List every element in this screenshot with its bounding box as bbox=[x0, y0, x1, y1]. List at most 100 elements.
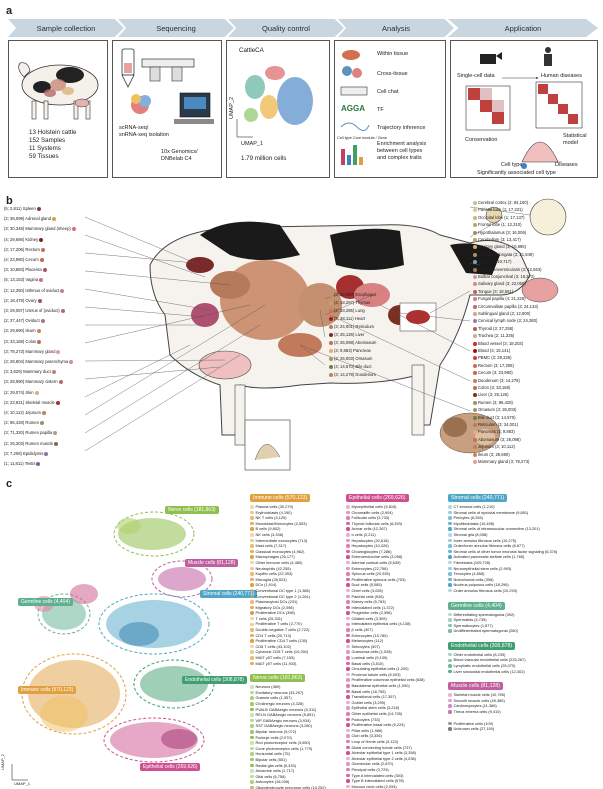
legend-item-label: Circulating epithelial cells (1,200) bbox=[351, 666, 409, 672]
legend-item: Myofibroblasts (10,498) bbox=[448, 521, 600, 527]
tissue-label-text: Rumen (3; 86,428) bbox=[478, 399, 513, 405]
legend-swatch bbox=[448, 527, 452, 531]
legend-swatch bbox=[346, 751, 350, 755]
legend-swatch bbox=[346, 717, 350, 722]
tissue-label: (3; 29,087) Uterus of (oviduct) bbox=[4, 309, 66, 313]
tissue-label: (5; 2,811) Spleen bbox=[4, 207, 42, 211]
legend-item-label: Proliferative T cells (2,770) bbox=[255, 621, 302, 627]
legend-item: Classical monocytes (4,962) bbox=[250, 549, 336, 555]
legend-item: Undifferentiated spermatogonia (260) bbox=[448, 628, 600, 634]
legend-item-label: Fibroblasts (109,728) bbox=[453, 559, 491, 565]
tissue-label: Frontal lobe (1; 12,310) bbox=[472, 223, 522, 228]
legend-swatch bbox=[250, 605, 254, 610]
tissue-color-dot bbox=[473, 378, 477, 383]
tissue-label: Omasum (3; 26,003) bbox=[472, 408, 516, 413]
legend-item: Chief cells (3,028) bbox=[346, 588, 436, 594]
tissue-color-dot bbox=[473, 275, 477, 279]
tissue-label: Blood vessel (3; 18,203) bbox=[472, 341, 523, 346]
legend-item-label: T cells (26,331) bbox=[255, 615, 283, 621]
application-diagram bbox=[465, 47, 583, 169]
legend-swatch bbox=[250, 774, 254, 779]
tissue-label-text: (3; 3,629) Mammary duct bbox=[4, 369, 51, 375]
legend-item-label: Other immune cells (4,480) bbox=[255, 559, 303, 565]
legend-item: Amacrine cells (1,717) bbox=[250, 768, 336, 774]
legend-item-label: Other epithelial cells (14,735) bbox=[351, 710, 403, 716]
tissue-label-text: (4; 18,287) Thymus bbox=[334, 300, 371, 306]
legend-swatch bbox=[448, 669, 452, 674]
legend-swatch bbox=[250, 583, 254, 587]
tissue-label: Hypothalamus (3; 16,006) bbox=[472, 230, 526, 235]
legend-swatch bbox=[448, 533, 452, 537]
legend-item: DCs (1,914) bbox=[250, 582, 336, 588]
tissue-color-dot bbox=[51, 370, 56, 375]
legend-swatch bbox=[346, 667, 350, 671]
qc-umap-plot bbox=[236, 66, 313, 138]
tissue-color-dot bbox=[36, 329, 41, 334]
qc-axis-y: UMAP_2 bbox=[229, 96, 235, 119]
legend-item-label: Bipolar neurons (9,072) bbox=[255, 728, 297, 734]
tissue-label: (3; 28,804) Mammary parenchyma bbox=[4, 360, 74, 364]
tissue-color-dot bbox=[60, 288, 65, 293]
legend-item: Oligodendrocyte precursor cells (10,252) bbox=[250, 785, 336, 789]
legend-header-nerve: Nerve cells (181,863) bbox=[250, 674, 306, 683]
tissue-color-dot bbox=[42, 268, 47, 273]
tissue-label: (2; 12,350) Isthmus of oviduct bbox=[4, 288, 65, 293]
tissue-label-text: Sublingual gland (3; 12,800) bbox=[478, 311, 531, 317]
stage-sequencing: Sequencing bbox=[118, 19, 234, 37]
legend-swatch bbox=[448, 572, 452, 576]
tissue-label: (3; 29,690) Ileum bbox=[4, 328, 42, 334]
legend-item: Kidney cells (5,783) bbox=[346, 599, 436, 605]
legend-item: RELN GABAergic neurons (5,891) bbox=[250, 712, 336, 718]
tissue-label: Sublingual gland (3; 12,800) bbox=[472, 312, 530, 316]
tissue-color-dot bbox=[473, 437, 477, 442]
legend-item: Stromal glia (8,058) bbox=[448, 532, 600, 538]
tissue-label-text: Thyroid (3; 27,258) bbox=[478, 325, 514, 331]
legend-item-label: Horizontal cells (75) bbox=[255, 751, 290, 757]
tissue-label-text: (3; 24,001) Reticulum bbox=[334, 324, 375, 330]
legend-item-label: Cholangiocytes (7,286) bbox=[351, 548, 392, 554]
legend-item-label: Outer/inner annulus fibrosus cells (6,67… bbox=[453, 543, 525, 549]
tissue-label: Parietal lobe (1; 17,231) bbox=[472, 208, 523, 213]
legend-item: Theca externa cells (9,410) bbox=[448, 709, 600, 715]
tissue-label-text: Rectum (3; 17,206) bbox=[478, 362, 514, 368]
legend-item: Excitatory neurons (33,297) bbox=[250, 690, 336, 696]
tissue-label: Mammary gland (3; 78,273) bbox=[472, 460, 529, 464]
panel-c-umap: c UMAP_2 UMAP_1 Nerve cells (181,863) Mu… bbox=[0, 478, 603, 789]
legend-swatch bbox=[346, 583, 350, 587]
tissue-label: (2; 26,303) Rumen muscle bbox=[4, 441, 59, 446]
legend-swatch bbox=[346, 622, 350, 627]
tissue-color-dot bbox=[473, 297, 477, 302]
tissue-color-dot bbox=[60, 309, 65, 313]
legend-item-label: Sebocytes (307) bbox=[351, 643, 380, 649]
panel-letter-a: a bbox=[6, 5, 13, 17]
tissue-color-dot bbox=[473, 334, 477, 339]
legend-swatch bbox=[250, 769, 254, 773]
legend-item: Microglia (28,523) bbox=[250, 577, 336, 583]
legend-item-label: Granulosa cells (1,028) bbox=[351, 649, 392, 655]
legend-swatch bbox=[448, 549, 452, 554]
tissue-label: Liver (3; 25,126) bbox=[472, 393, 509, 398]
tissue-label: Pituitary gland (3; 10,895) bbox=[472, 245, 526, 250]
legend-swatch bbox=[250, 544, 254, 548]
tissue-color-dot bbox=[473, 400, 477, 405]
legend-item: Intercalated epithelial cells (4,138) bbox=[346, 621, 436, 627]
legend-swatch bbox=[448, 629, 452, 633]
legend-swatch bbox=[346, 773, 350, 778]
tissue-label-text: (5; 13,153) Vagina bbox=[4, 277, 39, 283]
legend-item: Astrocytes (16,038) bbox=[250, 779, 336, 785]
legend-item-label: Spermatids (4,735) bbox=[453, 617, 487, 623]
legend-item-label: Type A intercalated cells (303) bbox=[351, 772, 404, 778]
tissue-label-text: (3; 29,690) Ileum bbox=[4, 328, 36, 334]
legend-swatch bbox=[346, 605, 350, 610]
tissue-label-text: Cerebral cortex (2; 84,160) bbox=[478, 200, 529, 206]
legend-swatch bbox=[448, 612, 452, 617]
legend-item-label: Double-negative T cells (2,722) bbox=[255, 627, 310, 633]
legend-item: Plasma cells (30,279) bbox=[250, 504, 336, 510]
tissue-label: Colon (3; 33,168) bbox=[472, 386, 510, 390]
legend-item: Duct cells (5,085) bbox=[346, 582, 436, 588]
tissue-label-text: (3; 30,348) Mammary gland (sheep) bbox=[4, 226, 71, 232]
legend-item: C7 stromal cells (1,210) bbox=[448, 504, 600, 510]
legend-item-label: Hepatocytes (10,326) bbox=[351, 543, 389, 549]
legend-item-label: Acinar cells (12,367) bbox=[351, 526, 387, 532]
legend-item: Cone photoreceptor cells (1,779) bbox=[250, 746, 336, 752]
